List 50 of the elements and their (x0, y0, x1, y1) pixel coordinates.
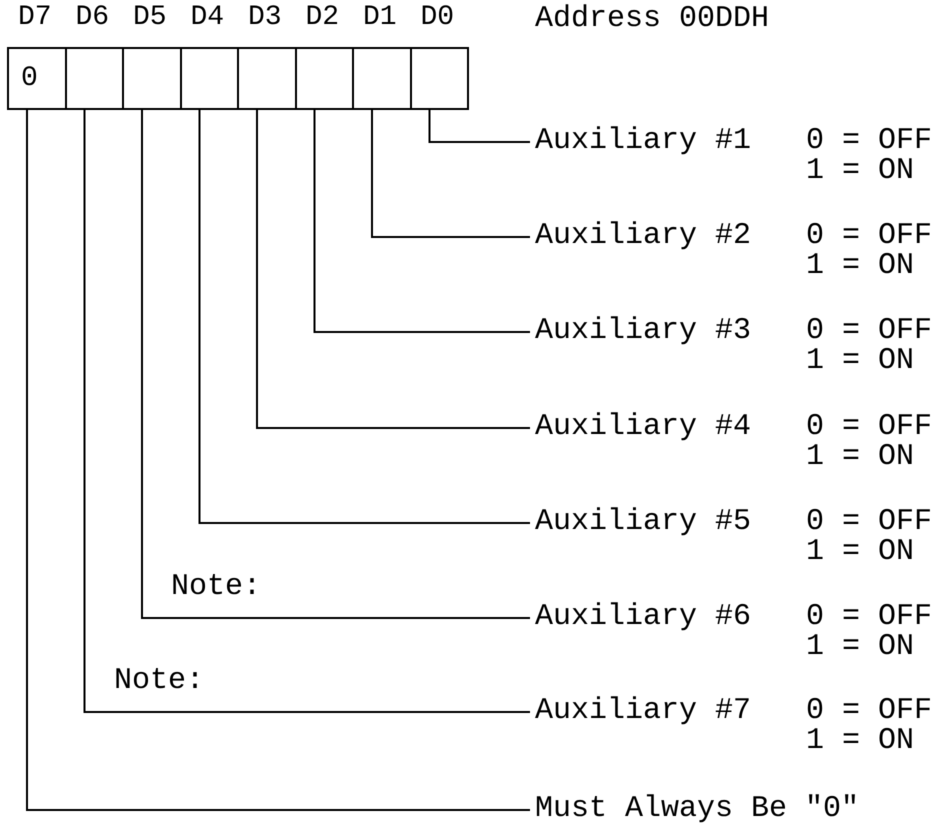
note-label: Note: (114, 666, 204, 696)
bit-label: D7 (18, 4, 52, 32)
bit-label: D6 (76, 4, 110, 32)
value-meaning: 0 = OFF (806, 126, 932, 156)
value-meaning: 0 = OFF (806, 221, 932, 251)
leader-line (141, 110, 530, 619)
bit-cell (237, 47, 296, 110)
leader-line (371, 110, 530, 238)
value-meaning: 1 = ON (806, 442, 916, 472)
bit-description: Auxiliary #7 (535, 696, 752, 730)
value-meaning: 1 = ON (806, 251, 916, 281)
value-meaning: 1 = ON (806, 726, 916, 756)
bit-label: D4 (190, 4, 224, 32)
bit-label: D3 (248, 4, 282, 32)
address-label: Address 00DDH (535, 4, 770, 34)
note-label: Note: (171, 572, 262, 602)
value-meaning: 0 = OFF (806, 316, 932, 346)
value-meaning: 0 = OFF (806, 412, 932, 442)
bit-description: Auxiliary #6 (535, 602, 752, 636)
bit-label: D1 (363, 4, 397, 32)
value-meaning: 1 = ON (806, 632, 916, 662)
value-meaning: 1 = ON (806, 537, 916, 567)
bit-description: Auxiliary #2 (535, 221, 752, 255)
leader-line (84, 110, 530, 713)
bit-cell (64, 47, 124, 110)
bit-cell (122, 47, 182, 110)
bit-description: Auxiliary #1 (535, 126, 752, 160)
bit-description: Auxiliary #4 (535, 412, 752, 446)
bit-value: 0 (21, 64, 38, 92)
bit-label: D0 (420, 4, 454, 32)
bit-description: Auxiliary #3 (535, 316, 752, 350)
leader-line (428, 110, 530, 143)
bit-cell (410, 47, 469, 110)
value-meaning: 0 = OFF (806, 602, 932, 632)
value-meaning: 0 = OFF (806, 507, 932, 537)
bit-cell (7, 47, 66, 110)
value-meaning: 0 = OFF (806, 696, 932, 726)
bit-cell (294, 47, 354, 110)
value-meaning: 1 = ON (806, 346, 916, 376)
leader-line (26, 110, 530, 811)
leader-line (314, 110, 530, 333)
bit-cell (180, 47, 239, 110)
bit-label: D5 (133, 4, 167, 32)
bit-description: Must Always Be "0" (535, 794, 860, 824)
value-meaning: 1 = ON (806, 156, 916, 186)
bit-cell (352, 47, 412, 110)
bit-description: Auxiliary #5 (535, 507, 752, 541)
bit-label: D2 (306, 4, 340, 32)
leader-line (256, 110, 530, 429)
leader-line (198, 110, 530, 524)
